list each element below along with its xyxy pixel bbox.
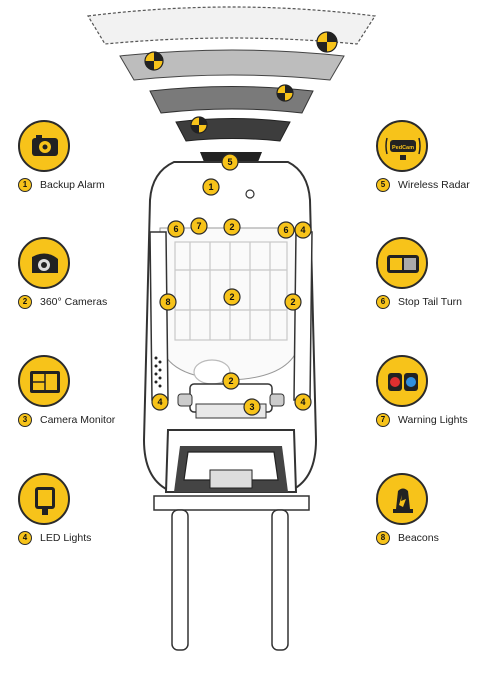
diagram-marker: 3 (243, 398, 261, 416)
radar-zone-outer (87, 6, 377, 45)
feature-number: 3 (18, 413, 32, 427)
diagram-marker: 8 (159, 293, 177, 311)
diagram-marker: 2 (223, 288, 241, 306)
stop-tail-turn-icon (376, 237, 428, 289)
diagram-marker-number: 2 (229, 292, 234, 302)
diagram-marker: 2 (223, 218, 241, 236)
forks (153, 495, 310, 651)
feature-number: 1 (18, 178, 32, 192)
diagram-marker: 2 (284, 293, 302, 311)
feature-number: 8 (376, 531, 390, 545)
feature-number: 6 (376, 295, 390, 309)
diagram-marker-number: 6 (173, 224, 178, 234)
diagram-marker: 6 (167, 220, 185, 238)
led-light-icon (18, 473, 70, 525)
diagram-marker: 1 (202, 178, 220, 196)
diagram-marker-number: 4 (300, 225, 305, 235)
radar-zones (87, 6, 377, 142)
backup-alarm-icon (18, 120, 70, 172)
diagram-marker-number: 4 (157, 397, 162, 407)
warning-lights-icon (376, 355, 428, 407)
diagram-marker-number: 2 (229, 222, 234, 232)
forklift-body (142, 161, 318, 493)
feature-label: Wireless Radar (398, 179, 470, 191)
feature-number: 7 (376, 413, 390, 427)
diagram-marker: 2 (222, 372, 240, 390)
feature-label: LED Lights (40, 532, 92, 544)
beacon-icon (376, 473, 428, 525)
diagram-marker-number: 2 (228, 376, 233, 386)
diagram-marker: 4 (294, 221, 312, 239)
diagram-marker-number: 7 (196, 221, 201, 231)
radar-brand-text: PedCam (392, 145, 414, 151)
feature-label: 360° Cameras (40, 296, 108, 308)
feature-label: Warning Lights (398, 414, 468, 426)
diagram-marker-number: 2 (290, 297, 295, 307)
diagram-marker-number: 1 (208, 182, 213, 192)
feature-label: Camera Monitor (40, 414, 116, 426)
diagram-markers: 5 1 6 7 2 6 4 2 8 2 2 4 3 4 (151, 153, 312, 416)
diagram-marker-number: 4 (300, 397, 305, 407)
diagram-marker: 7 (190, 217, 208, 235)
diagram-marker-number: 6 (283, 225, 288, 235)
diagram-marker-number: 5 (227, 157, 232, 167)
feature-label: Beacons (398, 532, 439, 544)
camera-icon (18, 237, 70, 289)
zone-markers (144, 31, 338, 134)
monitor-icon (18, 355, 70, 407)
radar-zone-2 (119, 49, 345, 81)
radar-icon: PedCam (376, 120, 428, 172)
diagram-marker: 5 (221, 153, 239, 171)
feature-label: Stop Tail Turn (398, 296, 463, 308)
diagram-marker-number: 8 (165, 297, 170, 307)
feature-label: Backup Alarm (40, 179, 105, 191)
diagram-marker-number: 3 (249, 402, 254, 412)
diagram-marker: 4 (151, 393, 169, 411)
feature-number: 4 (18, 531, 32, 545)
feature-number: 5 (376, 178, 390, 192)
diagram-marker: 4 (294, 393, 312, 411)
diagram-marker: 6 (277, 221, 295, 239)
radar-zone-3 (149, 86, 314, 114)
feature-number: 2 (18, 295, 32, 309)
